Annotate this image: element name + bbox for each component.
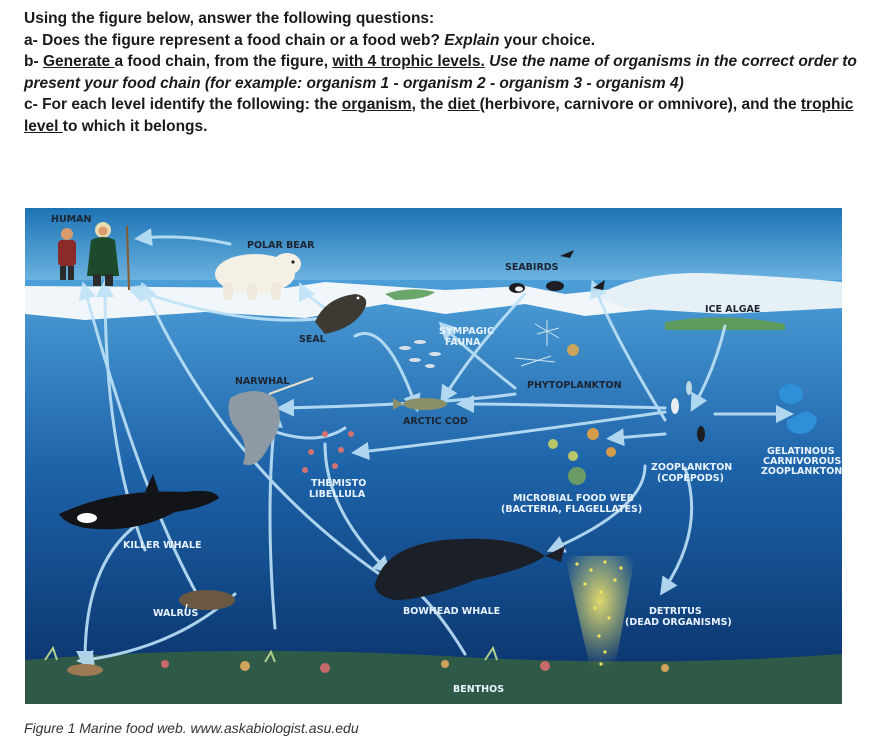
question-c: c- For each level identify the following… bbox=[24, 96, 854, 135]
label-bowhead-whale: BOWHEAD WHALE bbox=[403, 606, 500, 617]
food-web-figure: HUMAN POLAR BEAR SEABIRDS ICE ALGAE SEAL… bbox=[25, 208, 842, 704]
ice-floe bbox=[595, 272, 842, 314]
walrus-icon bbox=[179, 590, 235, 615]
ice-algae-layer bbox=[665, 317, 785, 330]
killer-whale-icon bbox=[59, 474, 219, 530]
label-narwhal: NARWHAL bbox=[235, 376, 289, 387]
seafloor bbox=[25, 650, 842, 704]
label-themisto-1: THEMISTO bbox=[311, 478, 366, 489]
question-block: Using the figure below, answer the follo… bbox=[24, 8, 860, 138]
label-seal: SEAL bbox=[299, 334, 326, 345]
narwhal-icon bbox=[228, 377, 314, 466]
label-arctic-cod: ARCTIC COD bbox=[403, 416, 468, 427]
detritus-particles bbox=[575, 560, 623, 666]
label-phytoplankton: PHYTOPLANKTON bbox=[527, 380, 622, 391]
label-polar-bear: POLAR BEAR bbox=[247, 240, 315, 251]
label-killer-whale: KILLER WHALE bbox=[123, 540, 201, 551]
microbial-food-web-icon bbox=[548, 428, 616, 485]
benthos-icon bbox=[44, 645, 669, 676]
label-zooplankton-1: ZOOPLANKTON bbox=[651, 462, 732, 473]
phytoplankton-icon bbox=[514, 320, 579, 367]
label-detritus-1: DETRITUS bbox=[649, 606, 702, 617]
label-gelatinous-1: GELATINOUS bbox=[767, 446, 835, 457]
label-benthos: BENTHOS bbox=[453, 684, 504, 695]
question-b: b- Generate a food chain, from the figur… bbox=[24, 53, 857, 92]
seal-icon bbox=[315, 294, 367, 334]
label-ice-algae: ICE ALGAE bbox=[705, 304, 760, 315]
label-detritus-2: (DEAD ORGANISMS) bbox=[625, 617, 732, 628]
seabirds-icon bbox=[509, 250, 605, 293]
label-gelatinous-3: ZOOPLANKTON bbox=[761, 466, 842, 477]
label-walrus: WALRUS bbox=[153, 608, 198, 619]
food-web-illustration: HUMAN POLAR BEAR SEABIRDS ICE ALGAE SEAL… bbox=[25, 208, 842, 704]
sympagic-fauna-icon bbox=[399, 340, 441, 368]
question-a: a- Does the figure represent a food chai… bbox=[24, 31, 596, 49]
intro-text: Using the figure below, answer the follo… bbox=[24, 10, 435, 27]
detritus-cloud bbox=[565, 556, 635, 668]
shore-vegetation bbox=[385, 289, 435, 300]
themisto-libellula-icon bbox=[302, 431, 354, 473]
label-microbial-1: MICROBIAL FOOD WEB bbox=[513, 493, 634, 504]
label-gelatinous-2: CARNIVOROUS bbox=[763, 456, 841, 467]
label-seabirds: SEABIRDS bbox=[505, 262, 559, 273]
human-icon bbox=[58, 222, 130, 291]
arctic-cod-icon bbox=[393, 398, 447, 410]
bowhead-whale-icon bbox=[375, 538, 565, 600]
label-human: HUMAN bbox=[51, 214, 91, 225]
figure-caption: Figure 1 Marine food web. www.askabiolog… bbox=[24, 720, 359, 736]
polar-bear-icon bbox=[215, 253, 301, 300]
label-microbial-2: (BACTERIA, FLAGELLATES) bbox=[501, 504, 642, 515]
zooplankton-copepods-icon bbox=[671, 381, 705, 442]
label-themisto-2: LIBELLULA bbox=[309, 489, 366, 500]
label-sympagic-2: FAUNA bbox=[445, 337, 481, 348]
label-zooplankton-2: (COPEPODS) bbox=[657, 473, 724, 484]
label-sympagic-1: SYMPAGIC bbox=[439, 326, 494, 337]
gelatinous-zooplankton-icon bbox=[779, 384, 817, 434]
